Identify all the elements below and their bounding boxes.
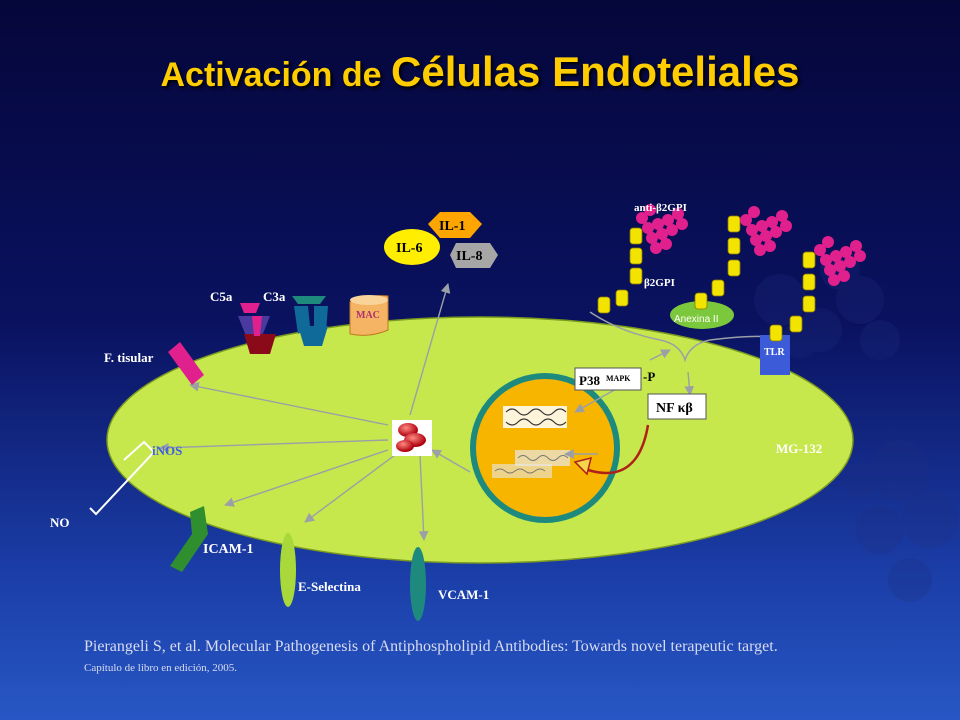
nfkb-translocation-arrow	[587, 424, 650, 475]
label-b2gpi: β2GPI	[644, 277, 675, 289]
beta2gpi-chain-2	[694, 215, 741, 310]
title-part-2: Células Endoteliales	[391, 48, 800, 95]
anexina-ii-receptor	[670, 301, 734, 329]
tlr-receptor	[760, 335, 790, 375]
label-nfkb: NF κβ	[656, 401, 693, 416]
icam-1-molecule	[170, 506, 208, 572]
label-anexina: Anexina II	[674, 314, 718, 325]
label-il-6: IL-6	[396, 241, 422, 256]
label-c3a: C3a	[263, 289, 286, 304]
label-inos: iNOS	[152, 443, 182, 458]
label-p38: P38	[579, 373, 600, 388]
label-il-8: IL-8	[456, 249, 482, 264]
il-6-cytokine	[384, 229, 440, 265]
label-il-1: IL-1	[439, 219, 465, 234]
il-8-cytokine	[450, 243, 498, 268]
p38-mapk-box	[574, 367, 642, 391]
beta2gpi-chain-3	[769, 251, 816, 342]
c5a-receptor	[238, 303, 276, 354]
inos-channel	[89, 440, 156, 516]
label-mg-132: MG-132	[776, 441, 822, 456]
title-part-1: Activación de	[160, 56, 392, 94]
label-no: NO	[50, 515, 70, 530]
e-selectina-molecule	[280, 533, 296, 607]
label-mac: MAC	[356, 310, 380, 321]
tissue-factor-receptor	[168, 342, 204, 385]
label-e-selectina: E-Selectina	[298, 579, 361, 594]
nfkb-translocation-arrowhead	[573, 456, 593, 476]
vcam-1-molecule	[410, 547, 426, 621]
nfkb-box	[647, 393, 707, 420]
mac-complex	[349, 295, 389, 336]
label-f-tisular: F. tisular	[104, 350, 154, 365]
signal-arrows	[159, 283, 695, 541]
il-1-cytokine	[428, 212, 482, 238]
receptor-brace	[589, 311, 776, 363]
nucleus	[470, 373, 620, 523]
label-anti-b2gpi: anti-β2GPI	[634, 202, 687, 214]
antibody-cluster-2	[740, 206, 792, 256]
citation-text: Pierangeli S, et al. Molecular Pathogene…	[84, 638, 778, 655]
dna-strand	[492, 406, 570, 478]
label-mapk: MAPK	[606, 374, 631, 383]
label-icam-1: ICAM-1	[203, 542, 254, 557]
label-c5a: C5a	[210, 289, 233, 304]
citation-subtext: Capítulo de libro en edición, 2005.	[84, 662, 238, 674]
label-vcam-1: VCAM-1	[438, 587, 489, 602]
central-activator	[392, 420, 432, 456]
label-p-suffix: -P	[643, 369, 655, 384]
beta2gpi-chain-1	[597, 227, 643, 314]
slide-title: Activación de Células Endoteliales	[0, 48, 960, 96]
label-tlr: TLR	[764, 347, 785, 358]
c3a-receptor	[292, 296, 328, 346]
